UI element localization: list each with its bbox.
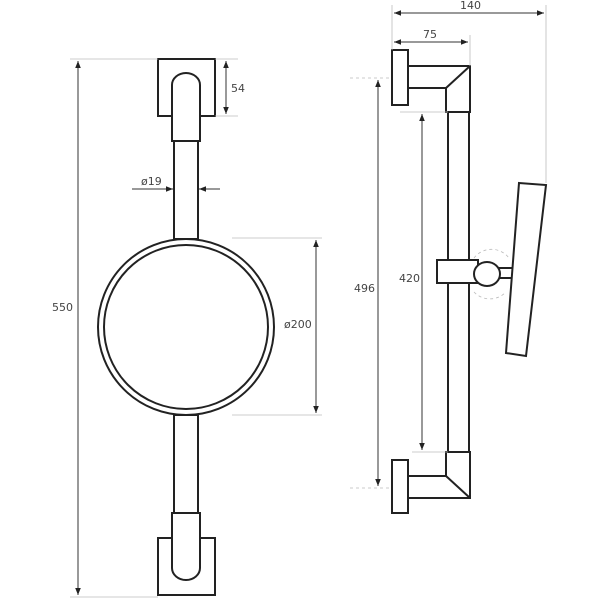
mirror-diameter-label: ø200 bbox=[284, 318, 312, 331]
bottom-bar-end bbox=[171, 512, 201, 581]
front-view: 550 54 ø19 ø200 bbox=[52, 58, 322, 598]
ball-joint bbox=[473, 261, 501, 287]
total-depth-label: 140 bbox=[460, 0, 481, 12]
bracket-depth-label: 75 bbox=[423, 28, 437, 41]
top-arm bbox=[407, 65, 471, 113]
upper-bar bbox=[173, 140, 199, 240]
bottom-arm bbox=[407, 451, 471, 499]
rotation-arc-top bbox=[473, 249, 510, 259]
rotation-arc-bottom bbox=[473, 291, 507, 300]
bracket-height-label: 54 bbox=[231, 82, 245, 95]
overall-height-label: 550 bbox=[52, 301, 73, 314]
top-bar-end bbox=[171, 72, 201, 142]
top-wall-plate bbox=[391, 49, 409, 106]
slide-length-label: 420 bbox=[399, 272, 420, 285]
slider bbox=[436, 259, 479, 284]
bar-diameter-label: ø19 bbox=[141, 175, 162, 188]
lower-bar bbox=[173, 414, 199, 514]
mirror-glass bbox=[103, 244, 269, 410]
bottom-wall-plate bbox=[391, 459, 409, 514]
bracket-spacing-label: 496 bbox=[354, 282, 375, 295]
side-view: 140 75 496 420 bbox=[350, 0, 548, 514]
mirror-side bbox=[504, 181, 548, 358]
